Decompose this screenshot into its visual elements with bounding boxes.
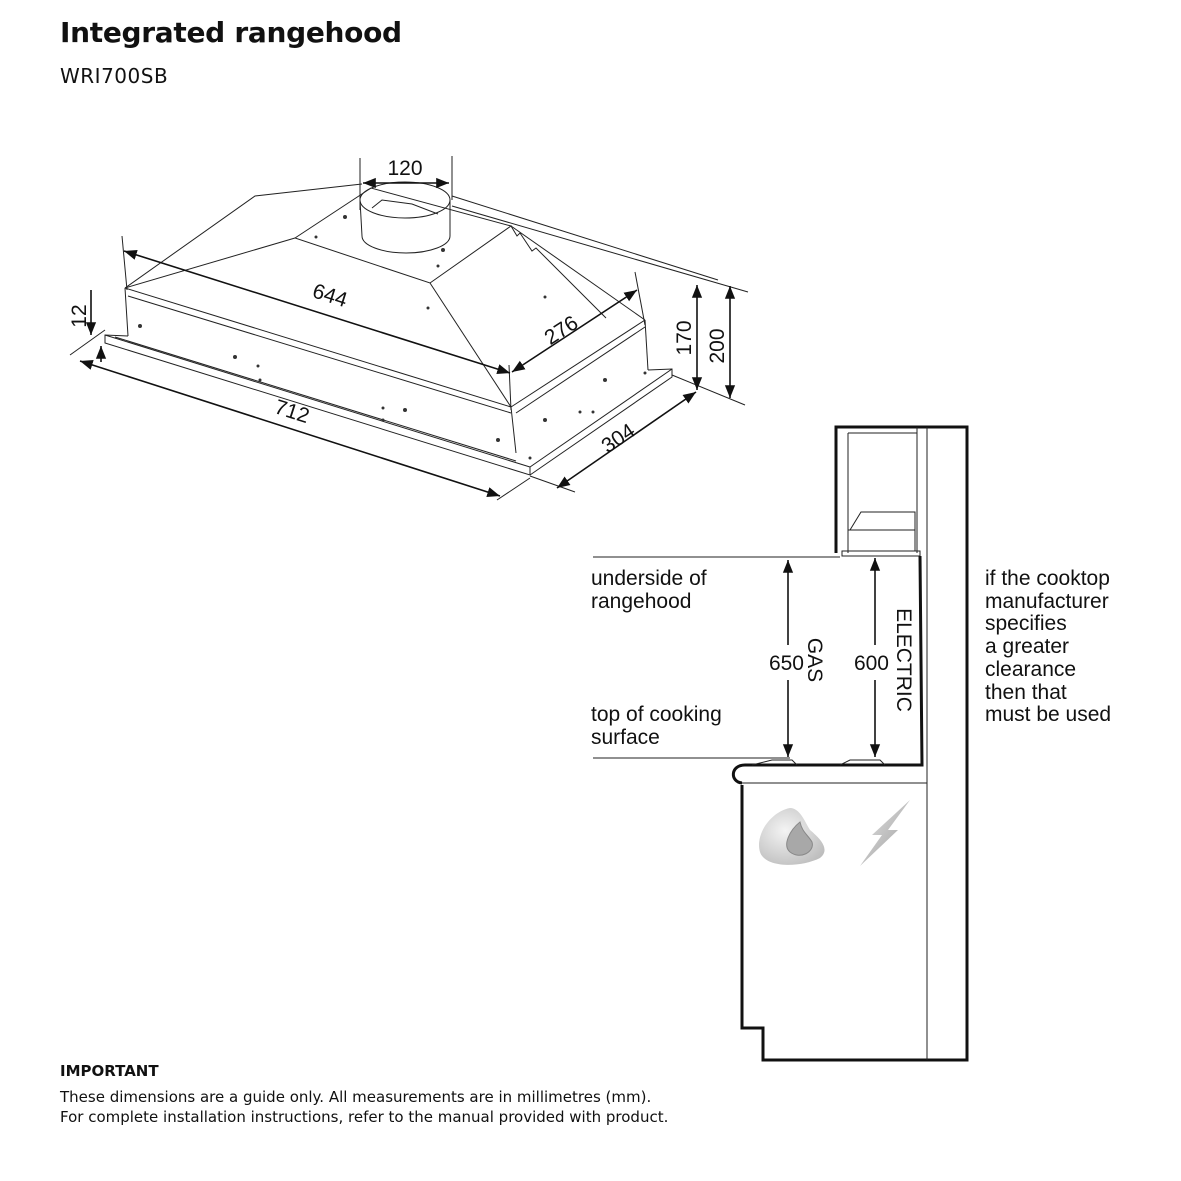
dim-flange: 12 (68, 304, 91, 327)
dim-overall-length: 712 (272, 396, 312, 429)
note-line: clearance (985, 658, 1076, 681)
note-line: manufacturer (985, 590, 1109, 613)
note-line: if the cooktop (985, 567, 1110, 590)
gas-label: GAS (803, 638, 826, 682)
electric-clearance-value: 600 (854, 652, 889, 675)
note-line: then that (985, 681, 1067, 704)
dim-body-depth: 276 (541, 311, 583, 349)
note-line: specifies (985, 612, 1067, 635)
note-line: a greater (985, 635, 1069, 658)
cooktop-label-2: surface (591, 726, 660, 749)
underside-label-1: underside of (591, 567, 707, 590)
gas-flame-icon (759, 808, 825, 865)
clearance-drawing: 650 GAS 600 ELECTRIC underside of rangeh… (591, 425, 1111, 1062)
dim-overall-depth: 304 (597, 419, 639, 458)
note-line: must be used (985, 703, 1111, 726)
footer-line: For complete installation instructions, … (60, 1108, 669, 1126)
important-heading: IMPORTANT (60, 1062, 159, 1080)
dim-body-length: 644 (310, 280, 351, 313)
dim-duct: 120 (387, 157, 422, 180)
cooktop-label-1: top of cooking (591, 703, 722, 726)
dim-body-height: 170 (673, 320, 696, 355)
electric-label: ELECTRIC (892, 608, 915, 712)
page-title: Integrated rangehood (60, 16, 402, 49)
electric-lightning-icon (860, 800, 910, 866)
gas-clearance-value: 650 (769, 652, 804, 675)
dimension-lines: 120 644 276 712 304 170 200 12 (68, 156, 749, 501)
rangehood-drawing (104, 181, 673, 476)
model-number: WRI700SB (60, 64, 169, 88)
footer-line: These dimensions are a guide only. All m… (60, 1088, 652, 1106)
underside-label-2: rangehood (591, 590, 691, 613)
clearance-note: if the cooktop manufacturer specifies a … (985, 567, 1111, 726)
dim-overall-height: 200 (706, 328, 729, 363)
